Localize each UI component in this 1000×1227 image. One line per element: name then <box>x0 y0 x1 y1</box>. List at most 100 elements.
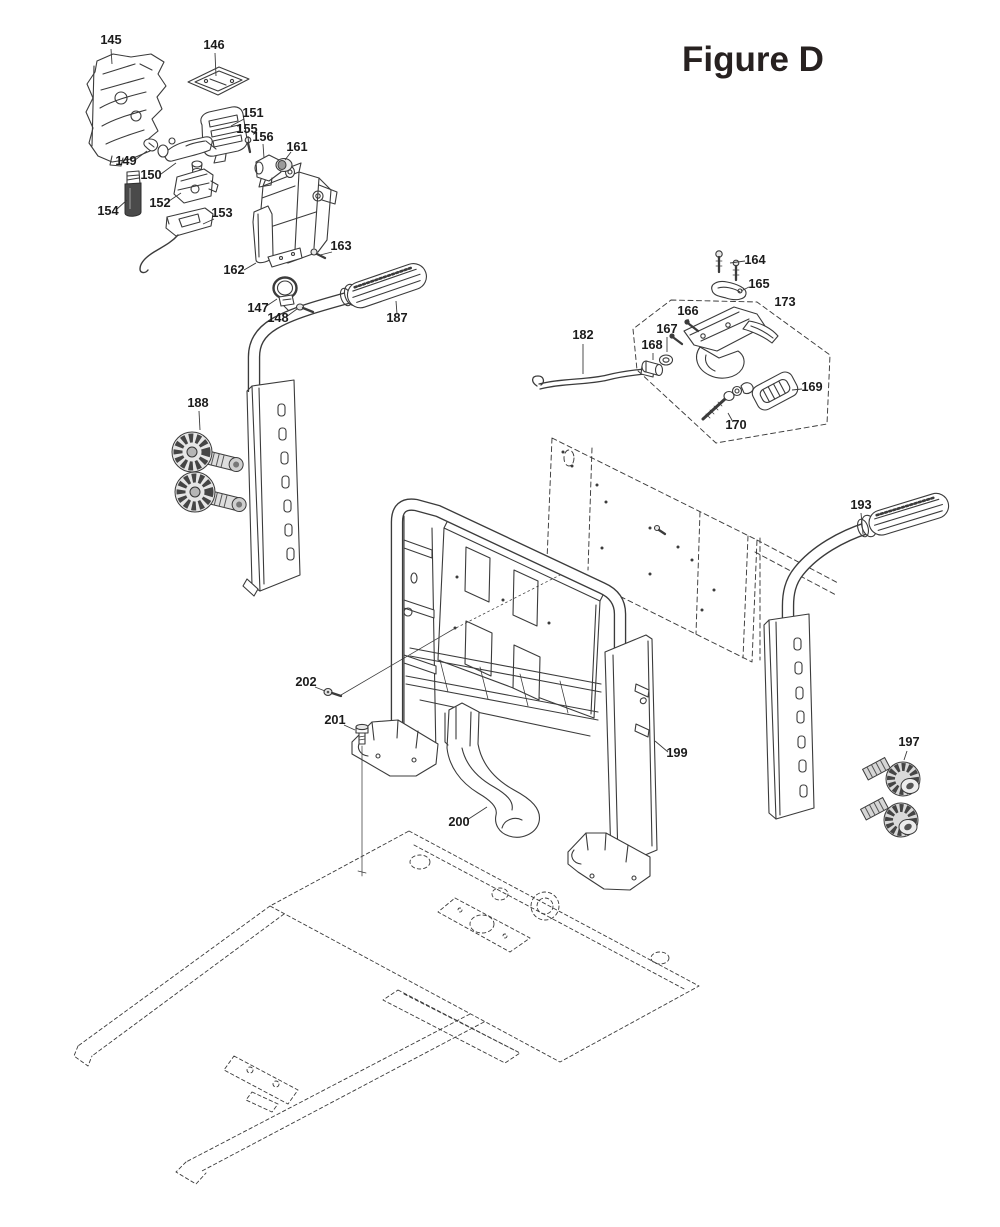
part-169-connector <box>751 371 799 411</box>
leader-line-165 <box>740 286 750 292</box>
part-label-169: 169 <box>801 379 822 394</box>
leader-line-164 <box>729 260 746 264</box>
part-202-screw <box>323 574 561 698</box>
frame-assembly <box>351 498 658 891</box>
leader-line-197 <box>903 750 908 761</box>
part-label-168: 168 <box>641 337 662 352</box>
base-chassis-dashed <box>73 830 700 1185</box>
part-label-152: 152 <box>149 195 170 210</box>
part-161-cap <box>275 157 293 173</box>
part-label-187: 187 <box>386 310 407 325</box>
part-163-screw <box>310 248 327 260</box>
part-170-rod <box>701 382 754 421</box>
leader-line-145 <box>110 48 113 65</box>
part-197-knobs <box>859 756 921 838</box>
part-label-164: 164 <box>744 252 766 267</box>
leader-line-193 <box>860 512 864 535</box>
part-label-201: 201 <box>324 712 345 727</box>
part-label-197: 197 <box>898 734 919 749</box>
part-146-cover <box>187 66 250 96</box>
part-label-153: 153 <box>211 205 232 220</box>
leader-line-148 <box>285 308 298 318</box>
part-label-193: 193 <box>850 497 871 512</box>
part-153-bracket-wire <box>139 207 214 274</box>
part-label-154: 154 <box>97 203 119 218</box>
frame-right-foot <box>567 832 651 891</box>
part-152-switch-block <box>173 160 219 204</box>
part-label-170: 170 <box>725 417 746 432</box>
part-label-148: 148 <box>267 310 288 325</box>
panel-hole <box>512 569 539 627</box>
part-147-clamp <box>272 276 298 311</box>
part-149-clip <box>143 138 159 152</box>
leader-line-146 <box>214 52 217 77</box>
trigger-body <box>683 306 779 379</box>
leader-line-149 <box>134 150 148 161</box>
leader-line-188 <box>198 410 201 431</box>
part-label-173: 173 <box>774 294 795 309</box>
part-label-199: 199 <box>666 745 687 760</box>
part-label-161: 161 <box>286 139 307 154</box>
leader-line-153 <box>202 218 215 225</box>
panel-hole <box>464 546 491 603</box>
part-label-150: 150 <box>140 167 161 182</box>
handle-grip-187 <box>346 263 427 309</box>
assembly-boundary-dashed <box>632 299 831 444</box>
leader-line-147 <box>264 298 278 308</box>
part-165-lever <box>711 280 747 301</box>
frame-left-flange <box>403 515 437 759</box>
part-164-screws <box>715 250 740 282</box>
part-label-202: 202 <box>295 674 316 689</box>
part-label-156: 156 <box>252 129 273 144</box>
part-201-bolt <box>355 723 369 877</box>
leader-line-202 <box>314 686 326 692</box>
panel-hole <box>512 644 541 701</box>
part-156-valve <box>254 154 296 188</box>
leader-line-163 <box>319 251 333 256</box>
leader-line-166 <box>687 318 691 327</box>
leader-line-151 <box>230 118 245 127</box>
part-148-screw <box>295 303 315 314</box>
left-handle-assembly <box>242 263 427 597</box>
leader-line-152 <box>168 192 182 202</box>
leader-line-154 <box>116 199 128 210</box>
part-label-147: 147 <box>247 300 268 315</box>
left-slide-rail <box>242 379 301 597</box>
leader-line-161 <box>284 151 292 161</box>
leader-line-200 <box>466 806 488 821</box>
leader-line-169 <box>791 388 803 391</box>
trigger-assembly-173 <box>531 250 831 444</box>
part-168-pin <box>641 360 664 377</box>
part-167-screw <box>658 333 684 366</box>
part-label-162: 162 <box>223 262 244 277</box>
part-label-163: 163 <box>330 238 351 253</box>
leader-line-155 <box>247 135 250 147</box>
handle-grip-193 <box>868 492 950 536</box>
leader-line-201 <box>343 724 356 731</box>
frame-shelf <box>405 647 602 737</box>
part-154-boot <box>124 170 142 217</box>
part-182-cable <box>531 365 655 390</box>
figure-title: Figure D <box>682 40 824 79</box>
part-label-155: 155 <box>236 121 257 136</box>
leader-line-199 <box>654 740 669 753</box>
right-handle-assembly <box>763 492 950 820</box>
leader-line-156 <box>262 143 265 159</box>
part-label-149: 149 <box>115 153 136 168</box>
part-label-165: 165 <box>748 276 769 291</box>
part-150-lever <box>157 136 217 162</box>
part-label-167: 167 <box>656 321 677 336</box>
leader-line-162 <box>243 262 257 271</box>
part-label-182: 182 <box>572 327 593 342</box>
part-label-146: 146 <box>203 37 224 52</box>
frame-left-foot <box>351 719 439 777</box>
frame-right-rail-199 <box>604 634 658 867</box>
leader-line-170 <box>727 412 734 423</box>
part-label-145: 145 <box>100 32 121 47</box>
part-label-151: 151 <box>242 105 263 120</box>
rear-panel-dashed <box>546 437 839 663</box>
leader-line-187 <box>395 300 398 315</box>
